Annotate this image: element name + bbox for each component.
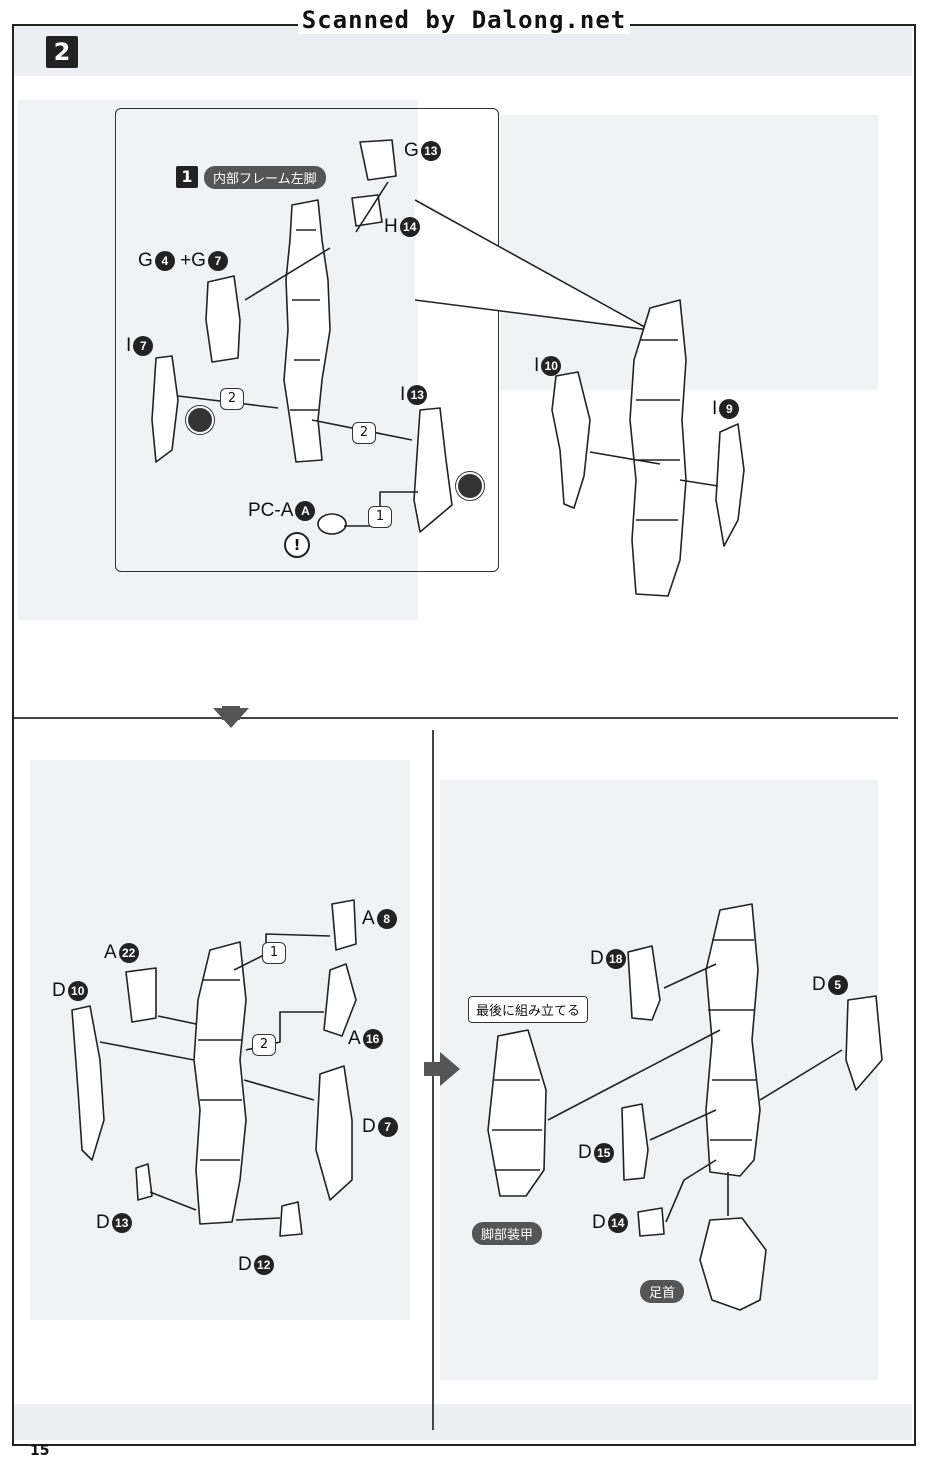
order-marker-2-lower: 2 — [252, 1034, 276, 1056]
vertical-divider — [432, 730, 434, 1430]
part-a8-drawing — [331, 899, 357, 951]
order-marker-1: 1 — [368, 506, 392, 528]
next-step-arrow-right-icon — [440, 1052, 460, 1086]
part-i10-drawing — [551, 371, 591, 509]
part-i13-drawing — [413, 407, 453, 533]
part-g4-g7-drawing — [205, 275, 241, 363]
orientation-mark-icon-2 — [456, 472, 484, 500]
part-d5-drawing — [845, 995, 883, 1091]
assembled-leg-drawing — [629, 299, 687, 597]
lower-right-leg-drawing — [705, 903, 761, 1177]
footer-band — [14, 1404, 912, 1440]
warning-icon: ! — [284, 532, 310, 558]
sub-step-panel — [115, 108, 499, 572]
order-marker-2b: 2 — [352, 422, 376, 444]
part-d10-drawing — [71, 1005, 105, 1161]
part-i9-drawing — [715, 423, 745, 547]
header-band — [14, 26, 912, 76]
part-pca-drawing — [317, 513, 347, 535]
part-d7-drawing — [315, 1065, 353, 1201]
lower-left-leg-drawing — [193, 941, 247, 1225]
part-a16-drawing — [323, 963, 357, 1037]
horizontal-divider — [14, 717, 898, 719]
callout-ankle: 足首 — [640, 1280, 685, 1303]
background-photo-right — [500, 115, 878, 390]
part-d13-drawing — [135, 1163, 153, 1201]
page-number: 15 — [30, 1443, 50, 1459]
callout-assemble-last: 最後に組み立てる — [468, 996, 589, 1023]
orientation-mark-icon — [186, 406, 214, 434]
part-d14-drawing — [637, 1207, 665, 1237]
callout-leg-armor: 脚部装甲 — [472, 1222, 543, 1245]
part-g13-drawing — [359, 139, 397, 181]
order-marker-1-lower: 1 — [262, 942, 286, 964]
leg-armor-drawing — [487, 1029, 547, 1197]
part-d12-drawing — [279, 1201, 303, 1237]
watermark: Scanned by Dalong.net — [0, 6, 928, 34]
sub-step-title: 内部フレーム左脚 — [204, 166, 326, 189]
next-step-arrow-right-stem — [424, 1062, 440, 1076]
part-d15-drawing — [621, 1103, 649, 1181]
next-step-arrow-icon — [213, 708, 249, 728]
part-i7-drawing — [151, 355, 179, 463]
step-number: 2 — [46, 36, 78, 68]
callout-leader — [414, 199, 651, 331]
ankle-drawing — [699, 1217, 767, 1311]
order-marker-2: 2 — [220, 388, 244, 410]
leg-frame-part — [283, 199, 331, 463]
part-d18-drawing — [627, 945, 661, 1021]
sub-step-number: 1 — [176, 166, 198, 188]
part-a22-drawing — [125, 967, 157, 1023]
